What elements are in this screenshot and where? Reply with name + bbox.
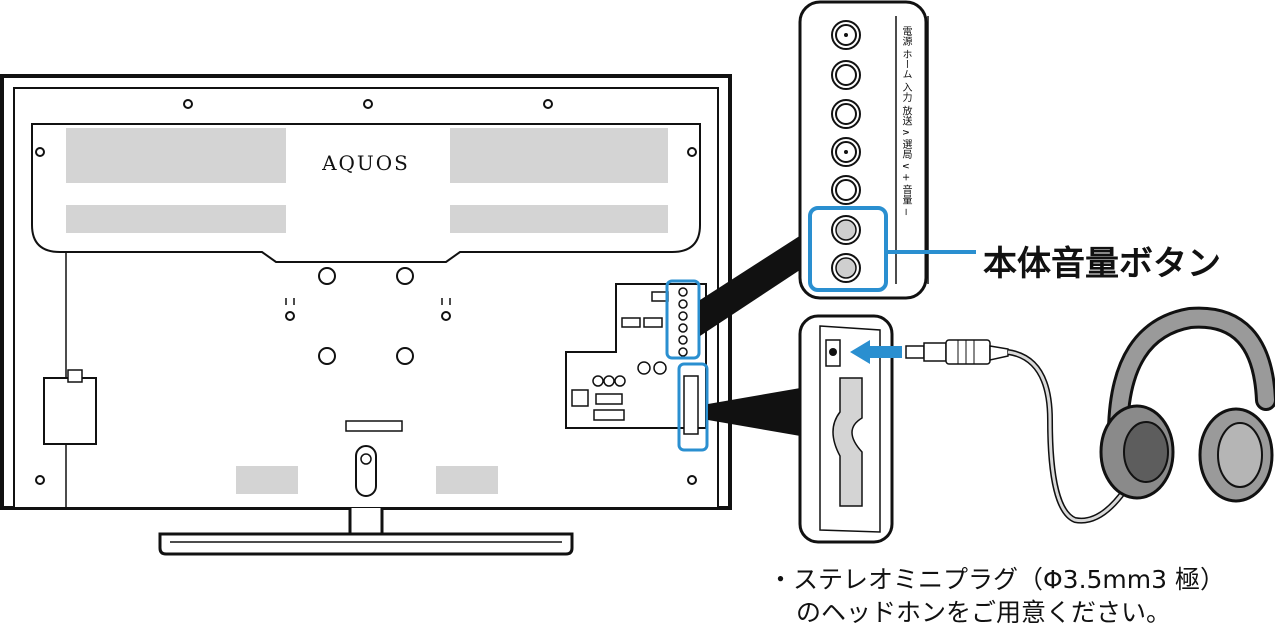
button-panel-zoom [798, 0, 976, 300]
tv-jack-highlight [677, 362, 709, 452]
vent-mid-left [66, 205, 286, 233]
insert-arrow [850, 340, 902, 364]
panel-label-vol-plus: + [900, 172, 911, 182]
power-inlet-box [43, 377, 97, 445]
headphones-icon [1099, 306, 1275, 503]
headphone-plug [905, 339, 1009, 365]
screw-holes [35, 99, 697, 485]
volume-buttons-label: 本体音量ボタン [983, 244, 1221, 284]
panel-label-home: ホーム [900, 49, 911, 80]
panel-label-input: 入力 [900, 82, 911, 103]
vent-top-right [450, 128, 668, 183]
note-line-1: ・ステレオミニプラグ（Φ3.5mm3 極） [768, 565, 1225, 594]
tv-logo: AQUOS [321, 151, 410, 175]
tv-side-buttons [678, 287, 688, 357]
panel-label-channel: 選局 [900, 139, 911, 160]
vent-top-left [66, 128, 286, 183]
panel-label-power: 電源 [900, 26, 911, 46]
headphone-jack [829, 348, 837, 356]
vent-mid-right [450, 205, 668, 233]
panel-labels: 電源 ホーム 入力 放送 ∧ 選局 ∨ + 音量 − [900, 26, 912, 216]
volume-buttons-highlight [808, 206, 888, 292]
note-line-2: のヘッドホンをご用意ください。 [796, 598, 1172, 627]
zoom-wedge-top [700, 228, 812, 336]
headphone-jack-zoom [798, 314, 902, 544]
zoom-wedge-bottom [708, 386, 812, 438]
tv-back: AQUOS [0, 74, 732, 510]
terminal-area [565, 283, 707, 429]
panel-label-broadcast: 放送 [900, 105, 911, 126]
tv-stand [158, 508, 574, 556]
panel-label-vol-minus: − [900, 207, 911, 217]
panel-label-volume: 音量 [900, 184, 911, 205]
panel-label-ch-down: ∨ [900, 162, 911, 170]
tv-button-highlight [665, 279, 701, 360]
panel-label-ch-up: ∧ [900, 128, 911, 137]
